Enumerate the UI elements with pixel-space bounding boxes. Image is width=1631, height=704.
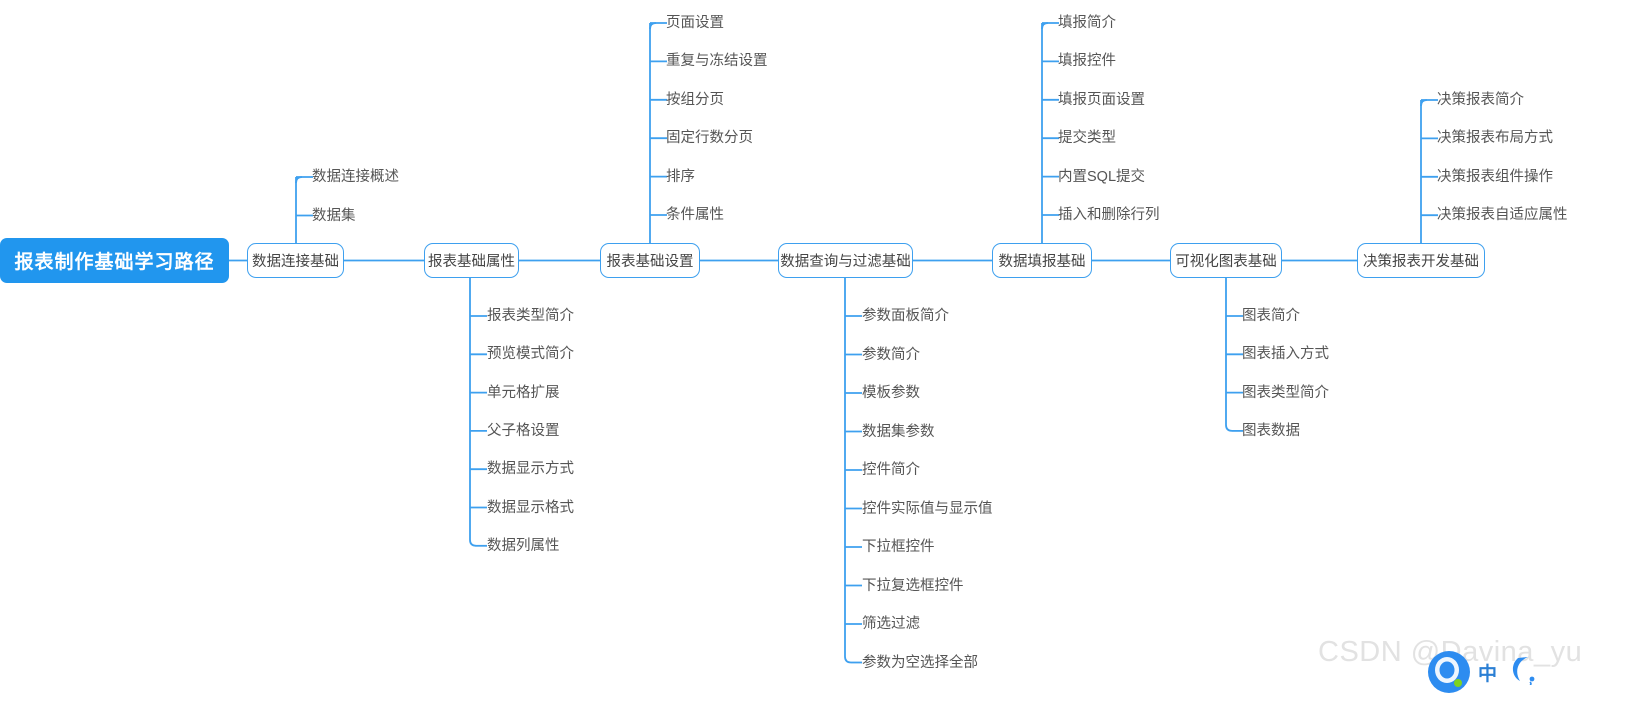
leaf-label[interactable]: 固定行数分页 <box>666 129 753 146</box>
branch-node-label: 数据填报基础 <box>998 254 1086 270</box>
branch-node-1[interactable]: 数据连接基础 <box>247 243 344 278</box>
leaf-label[interactable]: 页面设置 <box>666 14 724 31</box>
leaf-label[interactable]: 图表简介 <box>1242 307 1300 324</box>
leaf-label[interactable]: 内置SQL提交 <box>1058 168 1146 185</box>
leaf-label[interactable]: 按组分页 <box>666 91 724 108</box>
qq-badge-cn-text: 中 <box>1478 664 1498 685</box>
leaf-label[interactable]: 决策报表布局方式 <box>1437 130 1553 147</box>
leaf-label[interactable]: 决策报表组件操作 <box>1437 168 1553 185</box>
branch-node-2[interactable]: 报表基础属性 <box>424 243 519 278</box>
leaf-label[interactable]: 控件简介 <box>862 461 920 478</box>
branch-node-5[interactable]: 数据填报基础 <box>992 243 1092 278</box>
leaf-label[interactable]: 填报页面设置 <box>1058 91 1145 108</box>
leaf-label[interactable]: 插入和删除行列 <box>1058 206 1160 223</box>
leaf-label[interactable]: 参数为空选择全部 <box>862 654 978 671</box>
leaf-label[interactable]: 模板参数 <box>862 384 920 401</box>
leaf-label[interactable]: 数据集参数 <box>862 423 935 440</box>
leaf-label[interactable]: 条件属性 <box>666 206 724 223</box>
qq-penguin-icon <box>1428 651 1470 693</box>
root-node[interactable]: 报表制作基础学习路径 <box>0 238 229 283</box>
branch-node-label: 数据查询与过滤基础 <box>780 254 911 270</box>
leaf-label[interactable]: 重复与冻结设置 <box>666 53 768 70</box>
leaf-label[interactable]: 参数简介 <box>862 346 920 363</box>
branch-node-3[interactable]: 报表基础设置 <box>600 243 700 278</box>
leaf-label[interactable]: 单元格扩展 <box>487 384 560 401</box>
branch-node-label: 报表基础属性 <box>428 254 515 270</box>
leaf-label[interactable]: 填报简介 <box>1058 14 1116 31</box>
leaf-label[interactable]: 排序 <box>666 168 695 185</box>
leaf-label[interactable]: 提交类型 <box>1058 129 1116 146</box>
branch-node-7[interactable]: 决策报表开发基础 <box>1357 243 1485 278</box>
leaf-label[interactable]: 下拉框控件 <box>862 538 935 555</box>
leaf-label[interactable]: 预览模式简介 <box>487 346 574 363</box>
leaf-label[interactable]: 下拉复选框控件 <box>862 577 964 594</box>
leaf-label[interactable]: 数据显示方式 <box>487 460 574 477</box>
branch-node-label: 可视化图表基础 <box>1175 254 1277 270</box>
leaf-label[interactable]: 图表插入方式 <box>1242 346 1329 363</box>
leaf-label[interactable]: 图表类型简介 <box>1242 384 1329 401</box>
leaf-label[interactable]: 图表数据 <box>1242 422 1300 439</box>
leaf-label[interactable]: 筛选过滤 <box>862 615 920 632</box>
branch-node-6[interactable]: 可视化图表基础 <box>1170 243 1282 278</box>
branch-node-4[interactable]: 数据查询与过滤基础 <box>778 243 913 278</box>
leaf-label[interactable]: 参数面板简介 <box>862 307 949 324</box>
moon-icon <box>1512 657 1535 685</box>
branch-node-label: 数据连接基础 <box>252 254 339 270</box>
leaf-label[interactable]: 数据显示格式 <box>487 499 574 516</box>
branch-node-label: 报表基础设置 <box>606 254 694 270</box>
leaf-label[interactable]: 决策报表自适应属性 <box>1437 206 1568 223</box>
leaf-label[interactable]: 父子格设置 <box>487 422 560 439</box>
leaf-label[interactable]: 控件实际值与显示值 <box>862 500 993 517</box>
root-node-label: 报表制作基础学习路径 <box>14 252 215 273</box>
leaf-label[interactable]: 填报控件 <box>1058 53 1116 70</box>
leaf-label[interactable]: 数据连接概述 <box>312 168 399 185</box>
leaf-label[interactable]: 决策报表简介 <box>1437 91 1524 108</box>
leaf-label[interactable]: 数据列属性 <box>487 537 560 554</box>
leaf-label[interactable]: 报表类型简介 <box>487 307 574 324</box>
leaf-label[interactable]: 数据集 <box>312 207 356 224</box>
branch-node-label: 决策报表开发基础 <box>1363 254 1479 270</box>
